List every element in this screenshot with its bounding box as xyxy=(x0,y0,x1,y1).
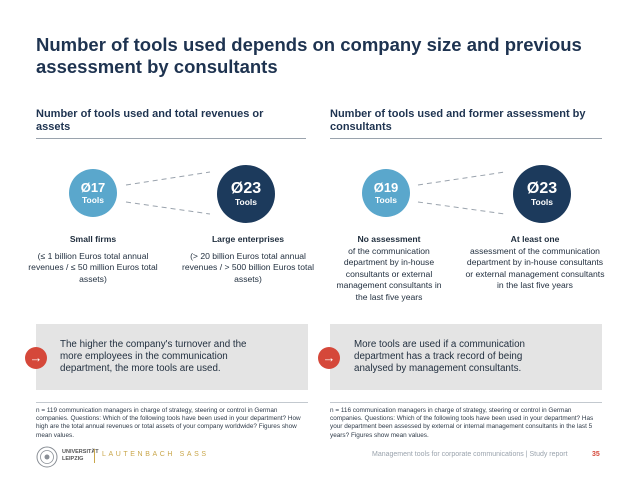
page-number: 35 xyxy=(592,451,600,458)
right-small-unit: Tools xyxy=(374,194,398,205)
arrow-right-icon: → xyxy=(318,347,340,369)
left-large-label: Large enterprises xyxy=(211,234,285,244)
right-top-connector xyxy=(417,171,506,186)
left-small-unit: Tools xyxy=(81,194,105,205)
arrow-right-icon: → xyxy=(25,347,47,369)
left-large-avg: Ø23 xyxy=(230,180,262,197)
right-small-avg: Ø19 xyxy=(373,179,399,195)
left-subheading: Number of tools used and total revenues … xyxy=(36,108,264,133)
left-conclusion-box xyxy=(36,324,308,390)
left-top-connector xyxy=(125,171,211,186)
brand-logo: LAUTENBACH SASS xyxy=(102,451,209,458)
right-subheading: Number of tools used and former assessme… xyxy=(330,108,586,133)
right-small-detail: of the communication department by in-ho… xyxy=(336,245,442,302)
right-large-unit: Tools xyxy=(530,197,554,207)
left-large-description: Large enterprises (> 20 billion Euros to… xyxy=(178,234,318,285)
right-small-circle: Ø19 Tools xyxy=(362,169,410,217)
left-large-circle: Ø23 Tools xyxy=(217,165,275,223)
right-large-circle: Ø23 Tools xyxy=(513,165,571,223)
right-large-description: At least one assessment of the communica… xyxy=(462,234,608,292)
left-small-avg: Ø17 xyxy=(80,179,106,195)
university-line-2: LEIPZIG xyxy=(62,455,84,462)
right-methodology-note: n = 116 communication managers in charge… xyxy=(330,407,594,439)
footer-separator xyxy=(94,449,95,463)
right-conclusion-text: More tools are used if a communication d… xyxy=(354,339,525,374)
left-large-unit: Tools xyxy=(234,197,258,207)
left-small-circle: Ø17 Tools xyxy=(69,169,117,217)
right-note-divider xyxy=(330,402,602,403)
university-line-1: UNIVERSITÄT xyxy=(62,449,99,455)
right-large-avg: Ø23 xyxy=(526,180,558,197)
left-methodology-note: n = 119 communication managers in charge… xyxy=(36,407,301,439)
right-conclusion-box xyxy=(330,324,602,390)
left-divider xyxy=(36,138,306,139)
page-title: Number of tools used depends on company … xyxy=(36,34,582,77)
university-seal-icon xyxy=(36,446,58,468)
footer-caption: Management tools for corporate communica… xyxy=(372,451,568,458)
right-small-description: No assessment of the communication depar… xyxy=(330,234,448,303)
right-large-detail: assessment of the communication departme… xyxy=(465,245,605,291)
left-small-label: Small firms xyxy=(69,234,117,244)
left-bottom-connector xyxy=(125,201,211,215)
left-note-divider xyxy=(36,402,308,403)
left-small-detail: (≤ 1 billion Euros total annual revenues… xyxy=(28,250,158,284)
right-divider xyxy=(330,138,602,139)
right-bottom-connector xyxy=(417,201,506,215)
right-large-label: At least one xyxy=(510,234,560,244)
left-large-detail: (> 20 billion Euros total annual revenue… xyxy=(181,250,315,284)
right-small-label: No assessment xyxy=(357,234,421,244)
left-small-description: Small firms (≤ 1 billion Euros total ann… xyxy=(28,234,158,285)
left-conclusion-text: The higher the company's turnover and th… xyxy=(60,339,247,374)
university-name: UNIVERSITÄT LEIPZIG xyxy=(62,449,99,462)
